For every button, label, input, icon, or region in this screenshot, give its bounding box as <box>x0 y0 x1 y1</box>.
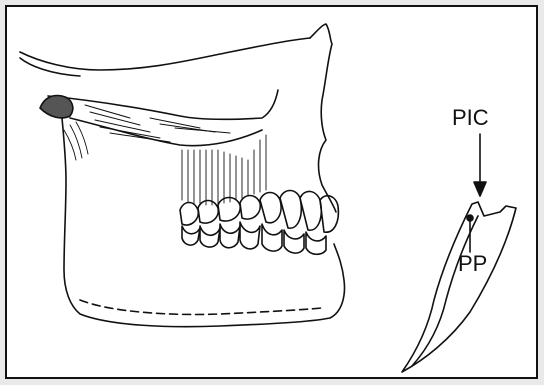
cranium-outline <box>20 38 310 70</box>
pp-label: PP <box>458 253 487 275</box>
pp-point <box>467 215 473 221</box>
pic-label: PIC <box>452 107 489 129</box>
mandible-inner-line <box>80 300 322 314</box>
lower-teeth <box>182 222 326 254</box>
bone-fragment-inner <box>412 216 478 366</box>
zygomatic-arch <box>48 90 278 119</box>
zygoma-hatching <box>85 105 230 142</box>
ramus-hatching <box>64 122 88 160</box>
bone-fragment <box>402 202 516 372</box>
condyle <box>40 96 73 118</box>
maxilla-front <box>310 24 336 212</box>
pic-arrowhead <box>474 182 486 196</box>
